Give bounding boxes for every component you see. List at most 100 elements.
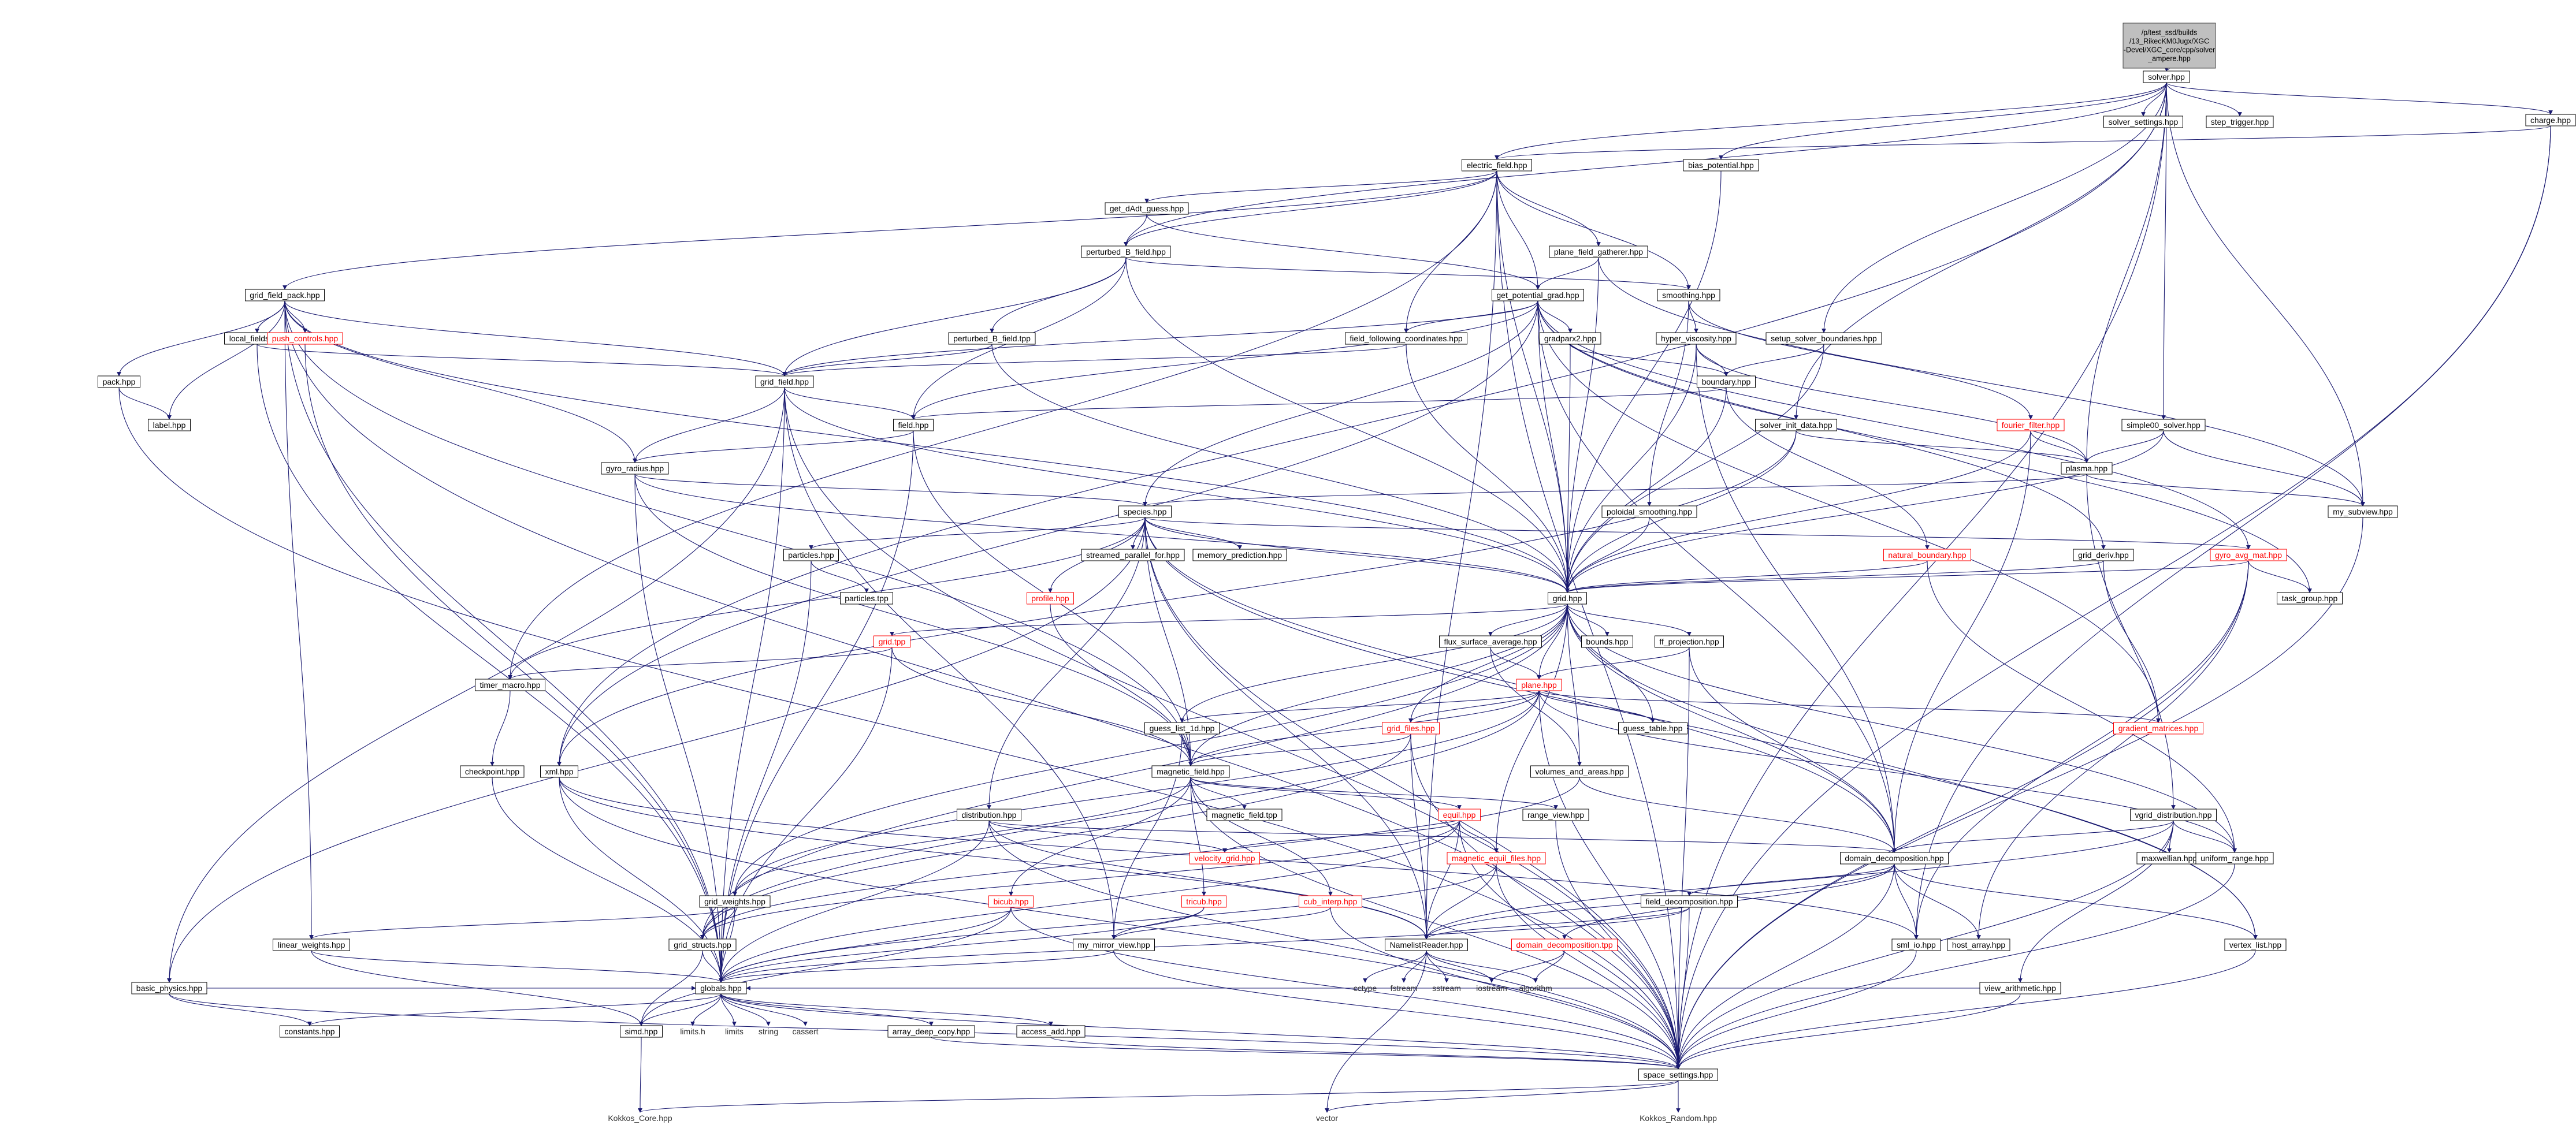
node-grid[interactable]: grid.hpp — [1548, 592, 1587, 605]
node-label[interactable]: label.hpp — [148, 419, 191, 431]
node-host-array[interactable]: host_array.hpp — [1947, 938, 2010, 951]
node-linear-weights[interactable]: linear_weights.hpp — [273, 938, 350, 951]
node-ff-projection[interactable]: ff_projection.hpp — [1655, 635, 1724, 648]
node-poloidal-smoothing[interactable]: poloidal_smoothing.hpp — [1601, 505, 1697, 518]
edge-checkpoint-to-globals — [492, 777, 723, 983]
node-particles-tpp[interactable]: particles.tpp — [840, 592, 893, 605]
node-gyro-radius[interactable]: gyro_radius.hpp — [601, 462, 669, 475]
node-particles[interactable]: particles.hpp — [783, 549, 839, 561]
node-grid-weights[interactable]: grid_weights.hpp — [699, 895, 771, 908]
node-my-subview[interactable]: my_subview.hpp — [2328, 505, 2398, 518]
node-range-view[interactable]: range_view.hpp — [1522, 809, 1589, 821]
node-uniform-range[interactable]: uniform_range.hpp — [2195, 852, 2274, 865]
node-smoothing[interactable]: smoothing.hpp — [1657, 289, 1720, 301]
node-label: solver.hpp — [2148, 72, 2185, 81]
node-volumes-and-areas[interactable]: volumes_and_areas.hpp — [1530, 765, 1629, 778]
node-simd[interactable]: simd.hpp — [620, 1025, 663, 1038]
node-access-add[interactable]: access_add.hpp — [1016, 1025, 1086, 1038]
node-bicub[interactable]: bicub.hpp — [988, 895, 1034, 908]
node-push-controls[interactable]: push_controls.hpp — [267, 332, 343, 345]
node-cub-interp[interactable]: cub_interp.hpp — [1299, 895, 1362, 908]
node-timer-macro[interactable]: timer_macro.hpp — [475, 679, 545, 691]
node-step-trigger[interactable]: step_trigger.hpp — [2206, 116, 2274, 128]
edge-distribution-to-velocity-grid — [988, 820, 1227, 853]
node-get-dAdt-guess[interactable]: get_dAdt_guess.hpp — [1105, 202, 1189, 215]
node-gradparx2[interactable]: gradparx2.hpp — [1539, 332, 1601, 345]
node-species[interactable]: species.hpp — [1118, 505, 1172, 518]
node-view-arithmetic[interactable]: view_arithmetic.hpp — [1979, 982, 2061, 994]
node-grid-field-pack[interactable]: grid_field_pack.hpp — [245, 289, 325, 301]
node-task-group[interactable]: task_group.hpp — [2277, 592, 2343, 605]
node-distribution[interactable]: distribution.hpp — [957, 809, 1021, 821]
node-solver[interactable]: solver.hpp — [2143, 70, 2190, 83]
node-domain-decomposition-tpp[interactable]: domain_decomposition.tpp — [1511, 938, 1618, 951]
node-profile[interactable]: profile.hpp — [1027, 592, 1074, 605]
edge-globals-to-cassert — [720, 993, 808, 1026]
node-solver-init-data[interactable]: solver_init_data.hpp — [1755, 419, 1837, 431]
node-perturbed-B-field-tpp[interactable]: perturbed_B_field.tpp — [948, 332, 1036, 345]
node-globals[interactable]: globals.hpp — [695, 982, 747, 994]
node-domain-decomposition[interactable]: domain_decomposition.hpp — [1840, 852, 1949, 865]
node-guess-table[interactable]: guess_table.hpp — [1618, 722, 1687, 735]
node-field-decomposition[interactable]: field_decomposition.hpp — [1641, 895, 1738, 908]
node-field-following-coordinates[interactable]: field_following_coordinates.hpp — [1345, 332, 1467, 345]
node-NamelistReader[interactable]: NamelistReader.hpp — [1385, 938, 1468, 951]
node-pack[interactable]: pack.hpp — [98, 375, 140, 388]
node-plasma[interactable]: plasma.hpp — [2061, 462, 2113, 475]
node-natural-boundary[interactable]: natural_boundary.hpp — [1883, 549, 1971, 561]
node-streamed-parallel-for[interactable]: streamed_parallel_for.hpp — [1081, 549, 1185, 561]
node-magnetic-field[interactable]: magnetic_field.hpp — [1151, 765, 1230, 778]
node-my-mirror-view[interactable]: my_mirror_view.hpp — [1073, 938, 1155, 951]
node-solver-settings[interactable]: solver_settings.hpp — [2103, 116, 2183, 128]
node-grid-files[interactable]: grid_files.hpp — [1382, 722, 1440, 735]
node-gradient-matrices[interactable]: gradient_matrices.hpp — [2113, 722, 2203, 735]
node-sstream: sstream — [1432, 984, 1461, 993]
node-root[interactable]: /p/test_ssd/builds/13_RikecKM0Jugx/XGC-D… — [2122, 23, 2216, 69]
node-box — [2195, 852, 2274, 865]
node-bias-potential[interactable]: bias_potential.hpp — [1683, 159, 1759, 172]
node-get-potential-grad[interactable]: get_potential_grad.hpp — [1492, 289, 1584, 301]
node-electric-field[interactable]: electric_field.hpp — [1462, 159, 1532, 172]
node-hyper-viscosity[interactable]: hyper_viscosity.hpp — [1656, 332, 1737, 345]
node-equil[interactable]: equil.hpp — [1438, 809, 1481, 821]
node-field[interactable]: field.hpp — [893, 419, 934, 431]
edge-grid-field-pack-to-grid-field — [284, 300, 787, 377]
node-charge[interactable]: charge.hpp — [2525, 114, 2576, 126]
node-label: grid.tpp — [879, 637, 906, 646]
node-tricub[interactable]: tricub.hpp — [1181, 895, 1226, 908]
edge-pack-to-label — [118, 387, 172, 420]
node-magnetic-field-tpp[interactable]: magnetic_field.tpp — [1206, 809, 1283, 821]
node-vgrid-distribution[interactable]: vgrid_distribution.hpp — [2130, 809, 2217, 821]
node-maxwellian[interactable]: maxwellian.hpp — [2136, 852, 2202, 865]
node-grid-structs[interactable]: grid_structs.hpp — [668, 938, 737, 951]
node-setup-solver-boundaries[interactable]: setup_solver_boundaries.hpp — [1765, 332, 1882, 345]
node-flux-surface-average[interactable]: flux_surface_average.hpp — [1439, 635, 1542, 648]
node-constants[interactable]: constants.hpp — [280, 1025, 340, 1038]
node-bounds[interactable]: bounds.hpp — [1581, 635, 1633, 648]
node-velocity-grid[interactable]: velocity_grid.hpp — [1190, 852, 1260, 865]
node-vertex-list[interactable]: vertex_list.hpp — [2224, 938, 2287, 951]
node-gyro-avg-mat[interactable]: gyro_avg_mat.hpp — [2210, 549, 2287, 561]
edge-equil-to-velocity-grid — [1222, 820, 1460, 853]
node-simple00-solver[interactable]: simple00_solver.hpp — [2121, 419, 2206, 431]
node-array-deep-copy[interactable]: array_deep_copy.hpp — [887, 1025, 975, 1038]
node-checkpoint[interactable]: checkpoint.hpp — [460, 765, 525, 778]
node-guess-list-1d[interactable]: guess_list_1d.hpp — [1144, 722, 1220, 735]
node-fourier-filter[interactable]: fourier_filter.hpp — [1997, 419, 2065, 431]
edge-field-decomposition-to-NamelistReader — [1424, 907, 1690, 940]
node-label: NamelistReader.hpp — [1390, 940, 1463, 949]
node-grid-field[interactable]: grid_field.hpp — [755, 375, 814, 388]
node-basic-physics[interactable]: basic_physics.hpp — [131, 982, 207, 994]
node-plane[interactable]: plane.hpp — [1516, 679, 1562, 691]
node-grid-tpp[interactable]: grid.tpp — [873, 635, 910, 648]
node-sml[interactable]: sml_io.hpp — [1891, 938, 1941, 951]
node-perturbed-B-field[interactable]: perturbed_B_field.hpp — [1081, 245, 1171, 258]
node-magnetic-equil-files[interactable]: magnetic_equil_files.hpp — [1447, 852, 1546, 865]
node-boundary[interactable]: boundary.hpp — [1697, 375, 1756, 388]
node-plane-field-gatherer[interactable]: plane_field_gatherer.hpp — [1549, 245, 1648, 258]
node-grid-deriv[interactable]: grid_deriv.hpp — [2073, 549, 2134, 561]
node-space-settings[interactable]: space_settings.hpp — [1638, 1068, 1718, 1081]
node-xml[interactable]: xml.hpp — [540, 765, 578, 778]
node-string: string — [759, 1027, 778, 1036]
node-memory-prediction[interactable]: memory_prediction.hpp — [1192, 549, 1287, 561]
